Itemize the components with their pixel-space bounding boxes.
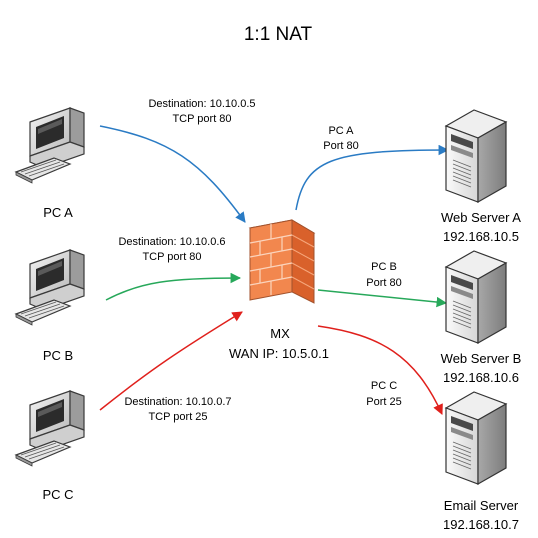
diagram-title: 1:1 NAT (244, 24, 313, 45)
request-label-pc-a-port: TCP port 80 (172, 113, 231, 125)
request-label-pc-c-destination: Destination: 10.10.0.7 (124, 396, 231, 408)
forward-label-a-source: PC A (328, 125, 354, 137)
forward-label-b-port: Port 80 (366, 277, 401, 289)
request-label-pc-b-destination: Destination: 10.10.0.6 (118, 236, 225, 248)
client-name: PC C (42, 487, 73, 502)
server-ip: 192.168.10.5 (443, 229, 519, 244)
desktop-computer-icon (15, 107, 85, 184)
client-pc-a: PC A (15, 107, 85, 220)
forward-label-a-port: Port 80 (323, 140, 358, 152)
brick-firewall-icon (248, 219, 316, 304)
server-web-server-b: Web Server B 192.168.10.6 (441, 250, 522, 385)
server-ip: 192.168.10.6 (443, 370, 519, 385)
server-web-server-a: Web Server A 192.168.10.5 (441, 109, 521, 244)
request-label-pc-b-port: TCP port 80 (142, 251, 201, 263)
server-ip: 192.168.10.7 (443, 517, 519, 532)
forward-label-c-source: PC C (371, 380, 397, 392)
client-pc-b: PC B (15, 249, 85, 363)
server-name: Web Server A (441, 210, 521, 225)
request-label-pc-c-port: TCP port 25 (148, 411, 207, 423)
forward-label-b-source: PC B (371, 261, 397, 273)
flow-mx-to-web-server-b (317, 289, 448, 308)
flow-mx-to-email-server (317, 325, 443, 415)
desktop-computer-icon (15, 390, 85, 467)
tower-server-icon (445, 391, 507, 485)
server-name: Web Server B (441, 351, 522, 366)
firewall-name: MX (270, 326, 290, 341)
mx-firewall: MX WAN IP: 10.5.0.1 (229, 219, 329, 361)
tower-server-icon (445, 250, 507, 344)
client-name: PC B (43, 348, 73, 363)
request-label-pc-a-destination: Destination: 10.10.0.5 (148, 98, 255, 110)
desktop-computer-icon (15, 249, 85, 326)
flow-pc-a-to-mx (99, 125, 246, 223)
server-email-server: Email Server 192.168.10.7 (443, 391, 519, 532)
client-name: PC A (43, 205, 73, 220)
tower-server-icon (445, 109, 507, 203)
forward-label-c-port: Port 25 (366, 396, 401, 408)
flow-mx-to-web-server-a (295, 144, 450, 211)
flow-pc-b-to-mx (105, 272, 242, 301)
flow-pc-c-to-mx (99, 311, 243, 411)
client-pc-c: PC C (15, 390, 85, 502)
server-name: Email Server (444, 498, 519, 513)
firewall-wan-ip: WAN IP: 10.5.0.1 (229, 346, 329, 361)
